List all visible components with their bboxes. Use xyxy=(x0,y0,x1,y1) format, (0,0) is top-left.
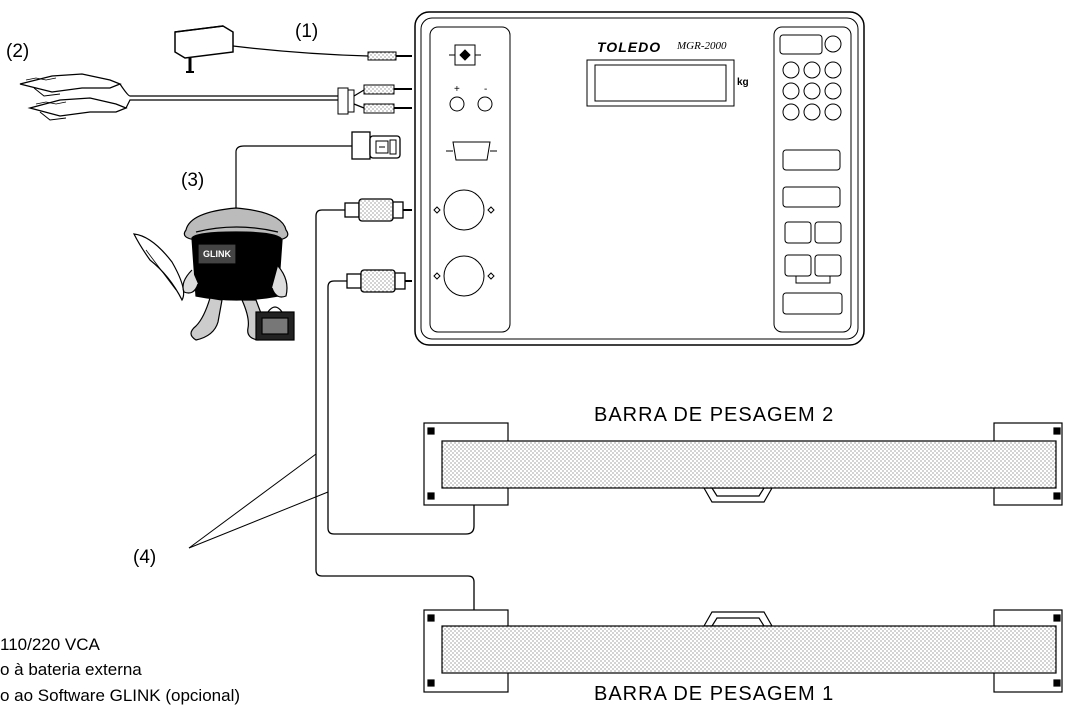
unit-label: kg xyxy=(737,77,749,88)
weight-display xyxy=(586,59,735,107)
load-cell-cable-2 xyxy=(327,269,475,535)
glink-label: GLINK xyxy=(203,249,231,259)
bar-1-label: BARRA DE PESAGEM 1 xyxy=(594,683,835,705)
power-adapter-icon xyxy=(174,25,412,73)
brand-logo: TOLEDO xyxy=(597,39,662,55)
callout-4-pointers xyxy=(188,453,329,549)
bar-2-label: BARRA DE PESAGEM 2 xyxy=(594,404,835,426)
load-cell-cable-1 xyxy=(315,198,475,624)
glink-mascot-icon xyxy=(132,207,295,341)
legend-line-2: o à bateria externa xyxy=(0,660,142,679)
callout-2: (2) xyxy=(6,41,30,62)
callout-1: (1) xyxy=(295,21,319,42)
legend-line-3: o ao Software GLINK (opcional) xyxy=(0,686,241,705)
weighing-bar-2 xyxy=(423,422,1063,506)
model-label: MGR-2000 xyxy=(677,40,727,52)
load-cell-input-2-icon xyxy=(433,255,495,297)
callout-4: (4) xyxy=(133,547,157,568)
callout-3: (3) xyxy=(181,170,205,191)
serial-port-icon xyxy=(446,141,497,161)
plus-sign: + xyxy=(454,84,460,95)
battery-clips-icon xyxy=(19,73,412,121)
power-jack-icon xyxy=(449,44,481,66)
serial-cable-icon xyxy=(235,131,401,212)
minus-sign: - xyxy=(484,84,488,95)
battery-terminals-icon xyxy=(449,96,493,112)
keypad xyxy=(779,34,843,315)
weighing-bar-1 xyxy=(423,609,1063,693)
load-cell-input-1-icon xyxy=(433,189,495,231)
indicator-device xyxy=(414,11,865,346)
legend-line-1: 110/220 VCA xyxy=(0,635,100,654)
